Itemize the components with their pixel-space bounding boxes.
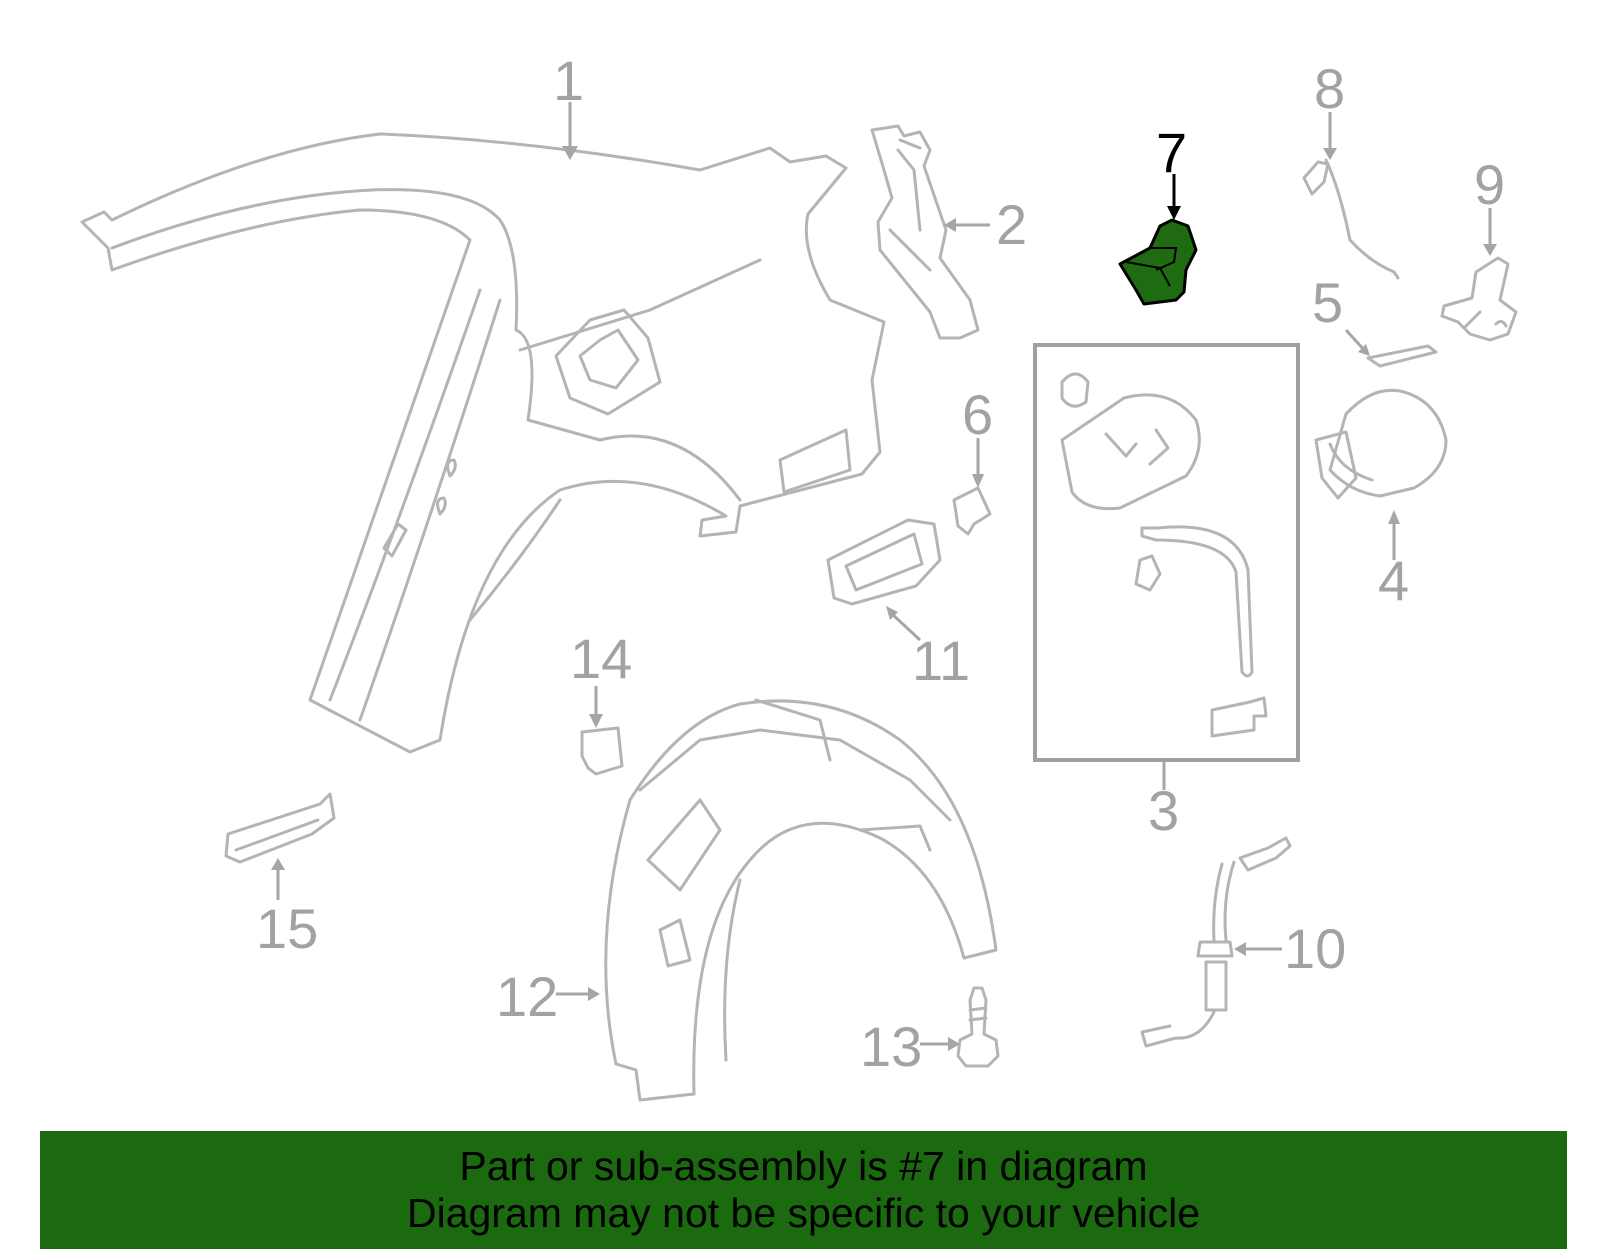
callout-10: 10 bbox=[1284, 917, 1346, 980]
callout-11: 11 bbox=[912, 629, 970, 692]
callout-3: 3 bbox=[1148, 779, 1179, 842]
part-12-fender-liner[interactable] bbox=[604, 698, 998, 1102]
callout-1: 1 bbox=[553, 49, 584, 112]
banner-line-1: Part or sub-assembly is #7 in diagram bbox=[459, 1143, 1148, 1189]
part-7-highlighted[interactable] bbox=[1118, 218, 1198, 306]
callout-8: 8 bbox=[1314, 57, 1345, 120]
part-15-trim-strip[interactable] bbox=[224, 792, 336, 864]
callout-2: 2 bbox=[996, 193, 1027, 256]
part-1-quarter-panel[interactable] bbox=[80, 132, 886, 754]
part-6-clip[interactable] bbox=[952, 486, 992, 536]
part-4-fuel-door[interactable] bbox=[1314, 388, 1448, 500]
callout-9: 9 bbox=[1474, 153, 1505, 216]
part-13-fastener[interactable] bbox=[956, 986, 1000, 1068]
part-2-bracket[interactable] bbox=[870, 124, 980, 340]
callout-15: 15 bbox=[256, 897, 318, 960]
callout-14: 14 bbox=[570, 627, 632, 690]
part-3-fuel-door-assembly[interactable] bbox=[1033, 343, 1300, 762]
callout-6: 6 bbox=[962, 383, 993, 446]
info-banner: Part or sub-assembly is #7 in diagram Di… bbox=[40, 1131, 1567, 1249]
callout-13: 13 bbox=[860, 1015, 922, 1078]
part-5-spring[interactable] bbox=[1366, 344, 1438, 368]
part-8-cable[interactable] bbox=[1302, 158, 1400, 280]
part-10-harness[interactable] bbox=[1140, 836, 1292, 1048]
callout-7: 7 bbox=[1156, 121, 1187, 184]
banner-line-2: Diagram may not be specific to your vehi… bbox=[406, 1190, 1200, 1236]
part-14-clip[interactable] bbox=[580, 726, 624, 776]
callout-4: 4 bbox=[1378, 549, 1409, 612]
part-9-latch[interactable] bbox=[1440, 256, 1518, 342]
parts-diagram: 1 2 3 4 5 6 bbox=[80, 49, 1518, 1102]
part-11-vent[interactable] bbox=[826, 518, 942, 606]
callout-12: 12 bbox=[496, 965, 558, 1028]
callout-5: 5 bbox=[1312, 271, 1343, 334]
